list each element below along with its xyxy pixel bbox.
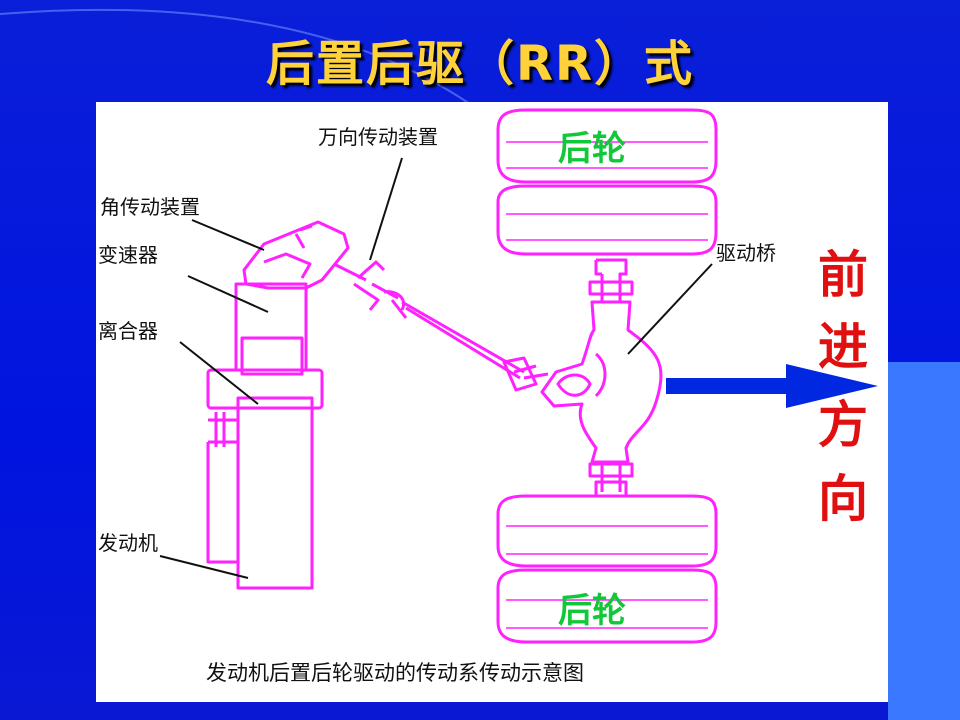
clutch-housing [206,368,324,410]
engine-detail [206,412,238,564]
direction-char-2: 进 [818,317,868,376]
label-universal-joint: 万向传动装置 [318,125,438,149]
universal-joint-front [353,260,408,319]
label-engine: 发动机 [98,531,158,555]
figure-caption: 发动机后置后轮驱动的传动系传动示意图 [206,661,584,685]
wheel-top-outer [496,108,718,184]
wheel-top-inner [496,184,718,256]
engine-block [236,396,314,590]
gearbox-body [234,282,308,372]
leader-universal-joint [369,157,403,261]
propeller-shaft [333,262,525,380]
wheel-bottom-inner [496,494,718,568]
gearbox-base [240,336,304,376]
leader-engine [159,555,249,579]
label-wheel-top: 后轮 [558,129,626,169]
direction-char-1: 前 [818,245,868,304]
wheel-bottom-outer [496,568,718,644]
axle-stub-top [588,258,634,302]
leader-angle-drive [191,219,265,251]
leader-gearbox [187,275,269,313]
corner-decoration [888,362,960,720]
label-drive-axle: 驱动桥 [716,241,776,265]
label-clutch: 离合器 [98,319,158,343]
drive-axle-housing [540,300,663,464]
axle-stub-bottom [588,462,634,498]
direction-char-3: 方 [818,395,868,454]
direction-char-4: 向 [818,469,868,528]
slide-title: 后置后驱（RR）式 [266,36,694,92]
diagram-panel: 万向传动装置 角传动装置 变速器 离合器 发动机 驱动桥 后轮 后轮 前 进 方… [96,102,888,702]
leader-drive-axle [627,263,713,355]
direction-arrow [666,364,878,408]
angle-drive [242,220,350,290]
leader-clutch [179,341,259,405]
label-wheel-bottom: 后轮 [558,591,626,631]
universal-joint-rear [502,356,549,392]
label-angle-drive: 角传动装置 [100,195,200,219]
label-gearbox: 变速器 [98,243,158,267]
